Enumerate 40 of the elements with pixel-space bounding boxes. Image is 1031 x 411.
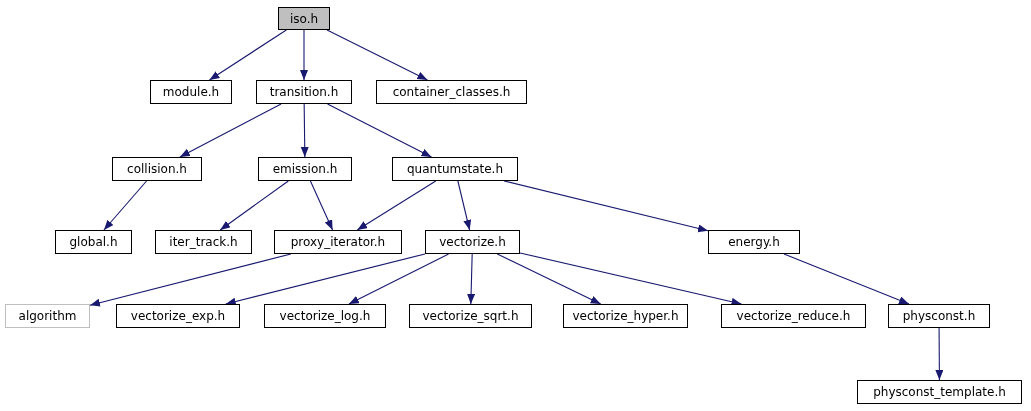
file-box: physconst_template.h bbox=[857, 380, 1022, 404]
arrow bbox=[219, 180, 289, 231]
arrow bbox=[326, 29, 428, 81]
file-box: vectorize_sqrt.h bbox=[409, 304, 532, 328]
arrow bbox=[89, 253, 292, 307]
file-box: transition.h bbox=[256, 80, 352, 104]
arrow bbox=[103, 180, 148, 231]
file-box: vectorize_exp.h bbox=[116, 304, 240, 328]
file-box: algorithm bbox=[5, 304, 90, 328]
file-box: vectorize_hyper.h bbox=[563, 304, 688, 328]
arrow bbox=[935, 327, 944, 381]
arrow bbox=[457, 180, 472, 231]
file-box: energy.h bbox=[708, 230, 800, 254]
arrow bbox=[356, 180, 437, 231]
file-box: proxy_iterator.h bbox=[274, 230, 402, 254]
arrow bbox=[326, 103, 433, 158]
file-box: global.h bbox=[55, 230, 132, 254]
file-box: iter_track.h bbox=[155, 230, 252, 254]
file-box: physconst.h bbox=[888, 304, 990, 328]
file-box: vectorize.h bbox=[425, 230, 520, 254]
arrow bbox=[309, 180, 334, 231]
arrow bbox=[467, 253, 476, 305]
arrow bbox=[208, 29, 287, 81]
arrow bbox=[225, 253, 426, 306]
file-box: quantumstate.h bbox=[392, 157, 518, 181]
arrow bbox=[519, 252, 742, 306]
file-box: module.h bbox=[150, 80, 232, 104]
file-box: iso.h bbox=[278, 7, 330, 30]
file-box: collision.h bbox=[112, 157, 202, 181]
arrow bbox=[300, 29, 308, 81]
file-box: container_classes.h bbox=[376, 80, 527, 104]
file-box: vectorize_reduce.h bbox=[721, 304, 866, 328]
arrow bbox=[300, 103, 309, 158]
arrow bbox=[783, 253, 910, 305]
arrow bbox=[179, 103, 282, 158]
file-box: vectorize_log.h bbox=[264, 304, 386, 328]
file-box: emission.h bbox=[258, 157, 352, 181]
arrow bbox=[503, 180, 709, 233]
arrow bbox=[348, 253, 450, 305]
arrow bbox=[496, 253, 602, 305]
